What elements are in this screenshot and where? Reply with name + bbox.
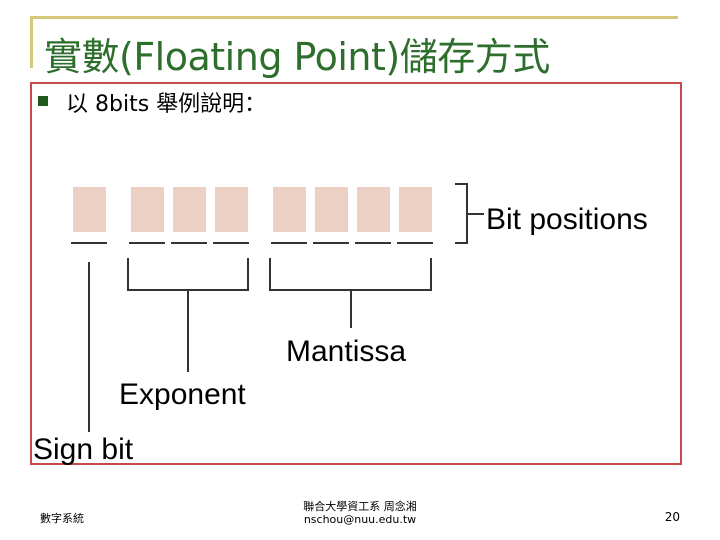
bit-box-sign <box>73 187 106 232</box>
slide-title: 實數(Floating Point)儲存方式 <box>44 35 550 79</box>
exponent-bracket <box>127 258 249 372</box>
sign-bit-label: Sign bit <box>33 433 134 466</box>
title-frame-left <box>30 16 33 68</box>
footer-course: 數字系統 <box>40 512 84 525</box>
mantissa-label: Mantissa <box>286 335 406 368</box>
footer-author: 聯合大學資工系 周念湘 nschou@nuu.edu.tw <box>260 500 460 526</box>
bit-box-exponent-1 <box>131 187 164 232</box>
title-frame-top <box>30 16 678 19</box>
bit-box-exponent-2 <box>173 187 206 232</box>
bit-box-mantissa-3 <box>357 187 390 232</box>
bit-positions-label: Bit positions <box>486 203 648 236</box>
bullet-square-icon <box>38 96 48 106</box>
bit-box-mantissa-4 <box>399 187 432 232</box>
bit-box-mantissa-1 <box>273 187 306 232</box>
bit-positions-bracket <box>455 183 484 244</box>
bit-box-exponent-3 <box>215 187 248 232</box>
figure-border <box>30 82 682 465</box>
mantissa-bracket <box>269 258 432 328</box>
exponent-label: Exponent <box>119 378 246 411</box>
footer-institution: 聯合大學資工系 周念湘 <box>303 500 417 513</box>
bit-boxes <box>73 187 432 232</box>
bit-box-mantissa-2 <box>315 187 348 232</box>
bullet-text: 以 8bits 舉例說明： <box>66 92 267 117</box>
footer-email: nschou@nuu.edu.tw <box>303 513 417 526</box>
page-number: 20 <box>664 510 680 524</box>
